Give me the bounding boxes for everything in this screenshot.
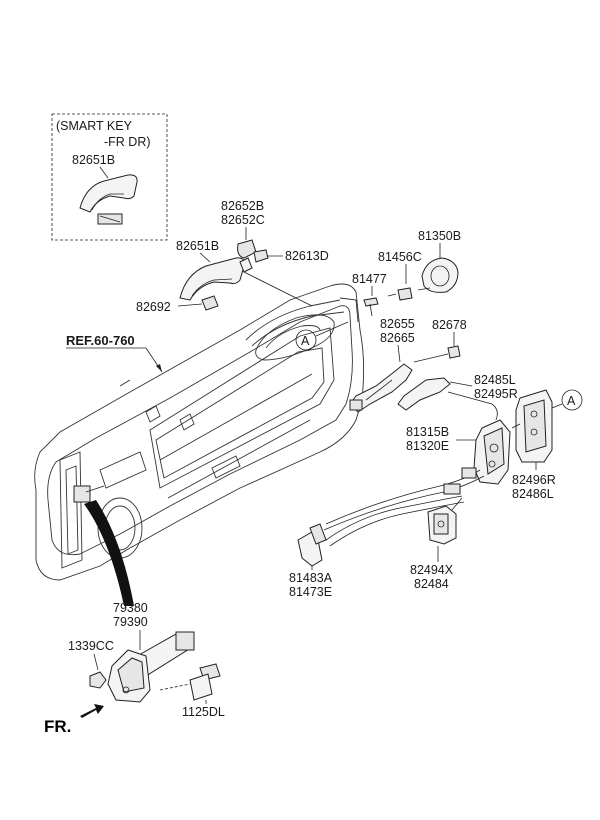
label-81315B: 81315B (406, 425, 449, 439)
callout-a-door: A (295, 321, 349, 351)
smart-key-title-line2: -FR DR) (104, 135, 151, 149)
actuator-group: 82494X 82484 (410, 497, 463, 591)
front-direction-label: FR. (44, 717, 71, 736)
handle-pad (201, 295, 219, 311)
door-latch-group: 81315B 81320E (406, 419, 511, 485)
label-82678: 82678 (432, 318, 467, 332)
label-82692: 82692 (136, 300, 171, 314)
label-81456C: 81456C (378, 250, 422, 264)
label-82613D: 82613D (285, 249, 329, 263)
front-direction-indicator: FR. (44, 704, 104, 736)
door-inner-frame (47, 305, 353, 556)
bolt-82678-group: 82678 (413, 318, 467, 363)
lock-cylinder-81350B (421, 257, 459, 293)
smart-key-box-border (51, 113, 168, 241)
rod-82485L-group: 82485L 82495R (397, 373, 518, 421)
label-81473E: 81473E (289, 585, 332, 599)
leader-handle-door (243, 271, 313, 307)
label-82665: 82665 (380, 331, 415, 345)
label-79380: 79380 (113, 601, 148, 615)
label-82494X: 82494X (410, 563, 454, 577)
label-79390: 79390 (113, 615, 148, 629)
bolt-1125DL (189, 673, 213, 701)
front-arrow-icon (80, 704, 104, 718)
rod-82485L (397, 377, 451, 411)
label-1125DL: 1125DL (182, 705, 225, 719)
latch-cover-group: 82496R 82486L A (511, 389, 583, 501)
label-82655: 82655 (380, 317, 415, 331)
handle-cover-cap (237, 239, 257, 259)
label-82652C: 82652C (221, 213, 265, 227)
door-checker-stopper (175, 631, 195, 651)
bolt-82678 (447, 345, 461, 359)
door-handle-pocket (255, 314, 335, 361)
outside-handle-group: 82651B 82692 (136, 239, 245, 314)
door-checker-group: 79380 79390 1339CC 1125DL (68, 601, 225, 719)
ref-label: REF.60-760 (66, 333, 135, 348)
label-82496R: 82496R (512, 473, 556, 487)
door-hinge-mount (73, 485, 91, 503)
nut-1339CC (89, 671, 107, 689)
callout-a-latch (561, 389, 583, 411)
screw-81477 (363, 297, 379, 307)
label-82495R: 82495R (474, 387, 518, 401)
label-81320E: 81320E (406, 439, 449, 453)
label-82485L: 82485L (474, 373, 516, 387)
smart-key-handle (79, 174, 138, 213)
inside-handle-group: 82655 82665 (349, 317, 415, 413)
smart-key-title-line1: (SMART KEY (56, 119, 133, 133)
handle-cover-group: 82652B 82652C 82613D (221, 199, 329, 273)
smart-key-part-label: 82651B (72, 153, 115, 167)
bolt-81456C (397, 287, 413, 301)
outside-handle (179, 257, 245, 301)
label-82652B: 82652B (221, 199, 264, 213)
handle-gasket (253, 249, 269, 263)
label-82651B: 82651B (176, 239, 219, 253)
cylinder-group: 81477 81456C 81350B (352, 229, 461, 317)
label-82484: 82484 (414, 577, 449, 591)
door-outer-shell (34, 283, 365, 581)
handle-cover-clip (239, 257, 253, 273)
callout-a-latch-text: A (567, 394, 576, 408)
label-81350B: 81350B (418, 229, 461, 243)
door-panel (34, 283, 365, 581)
callout-a-door-text: A (301, 334, 310, 348)
label-82486L: 82486L (512, 487, 554, 501)
cable-group (323, 467, 485, 547)
door-checker-pointer (84, 500, 134, 606)
label-1339CC: 1339CC (68, 639, 114, 653)
cable-end-group: 81483A 81473E (289, 523, 333, 599)
smart-key-box: (SMART KEY -FR DR) 82651B (51, 113, 168, 241)
label-81483A: 81483A (289, 571, 333, 585)
door-window-opening (149, 327, 335, 489)
label-81477: 81477 (352, 272, 387, 286)
